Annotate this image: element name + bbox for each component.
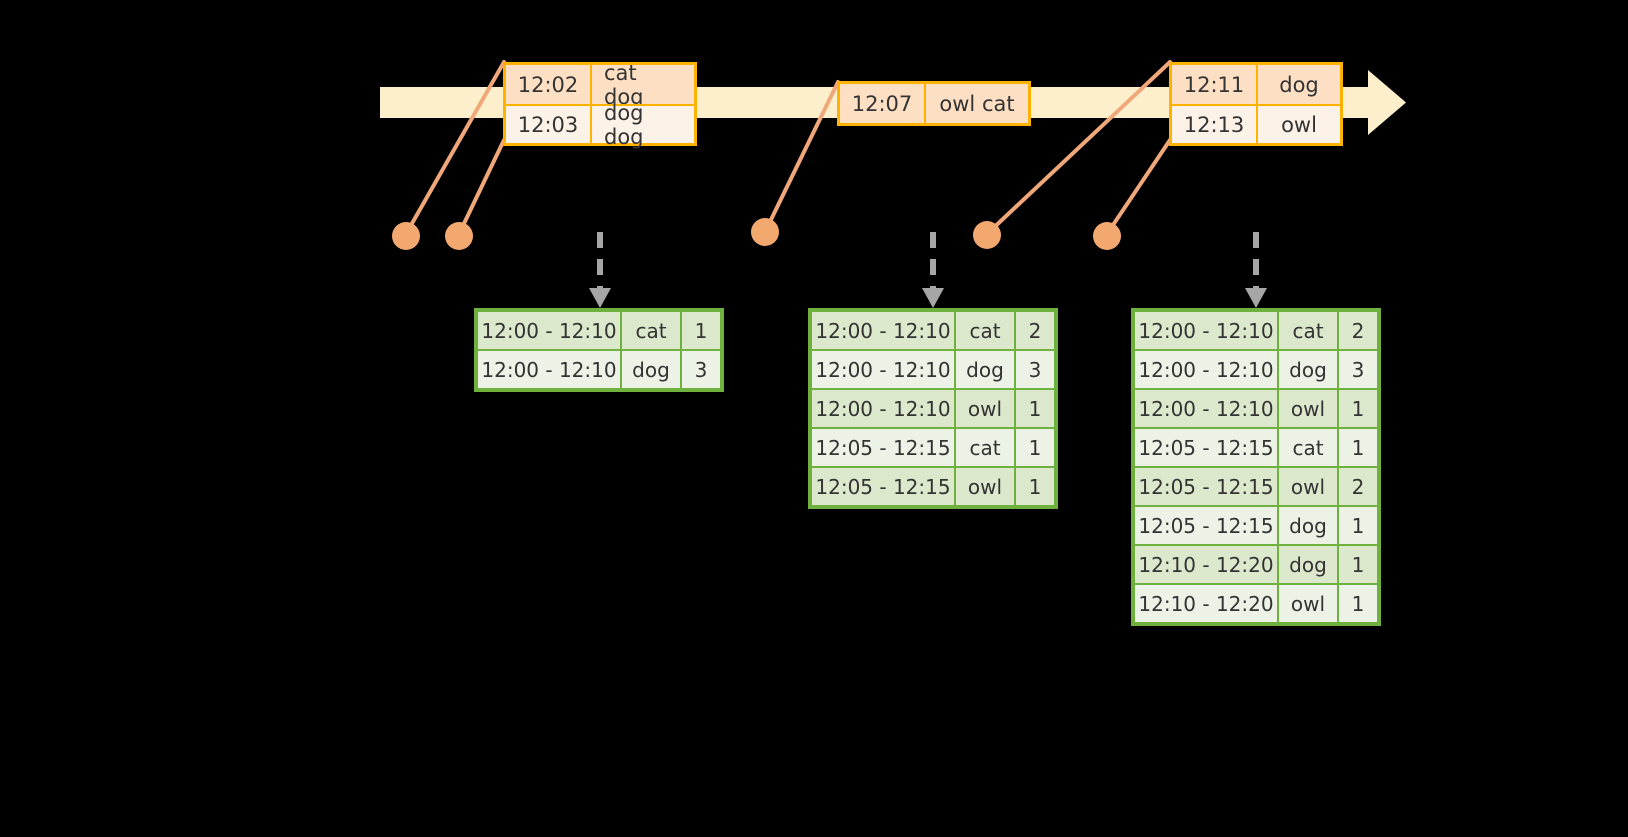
cell-count: 1: [1016, 468, 1054, 505]
emit-arrow-3: [1245, 232, 1267, 308]
event-dot-3: [751, 218, 779, 246]
emit-arrows: [589, 232, 1267, 308]
table-row: 12:00 - 12:10 dog 3: [478, 351, 720, 388]
event-box-2[interactable]: 12:07 owl cat: [837, 81, 1031, 126]
cell-window: 12:05 - 12:15: [1135, 429, 1277, 466]
event-row: 12:11 dog: [1172, 65, 1340, 104]
event-time: 12:02: [506, 65, 592, 104]
result-table-1[interactable]: 12:00 - 12:10 cat 1 12:00 - 12:10 dog 3: [474, 308, 724, 392]
cell-window: 12:05 - 12:15: [1135, 507, 1277, 544]
event-time: 12:11: [1172, 65, 1258, 104]
emit-arrow-1: [589, 232, 611, 308]
table-row: 12:00 - 12:10 dog 3: [812, 351, 1054, 388]
cell-count: 3: [682, 351, 720, 388]
cell-window: 12:00 - 12:10: [1135, 351, 1277, 388]
cell-window: 12:05 - 12:15: [812, 429, 954, 466]
event-words: dog: [1279, 72, 1319, 97]
cell-word: cat: [956, 312, 1014, 349]
cell-window: 12:00 - 12:10: [478, 351, 620, 388]
table-row: 12:05 - 12:15 cat 1: [812, 429, 1054, 466]
cell-count: 1: [1339, 390, 1377, 427]
event-words: dog dog: [604, 100, 644, 149]
table-row: 12:05 - 12:15 dog 1: [1135, 507, 1377, 544]
cell-word: cat: [956, 429, 1014, 466]
cell-word: owl: [1279, 390, 1337, 427]
table-row: 12:00 - 12:10 cat 1: [478, 312, 720, 349]
event-time: 12:13: [1172, 106, 1258, 143]
cell-count: 1: [1339, 546, 1377, 583]
table-row: 12:00 - 12:10 cat 2: [1135, 312, 1377, 349]
cell-window: 12:10 - 12:20: [1135, 585, 1277, 622]
cell-window: 12:00 - 12:10: [812, 390, 954, 427]
cell-word: cat: [622, 312, 680, 349]
cell-count: 2: [1016, 312, 1054, 349]
cell-window: 12:00 - 12:10: [812, 351, 954, 388]
table-row: 12:00 - 12:10 dog 3: [1135, 351, 1377, 388]
cell-window: 12:05 - 12:15: [1135, 468, 1277, 505]
cell-window: 12:00 - 12:10: [1135, 312, 1277, 349]
cell-word: dog: [956, 351, 1014, 388]
event-dot-1: [392, 222, 420, 250]
table-row: 12:05 - 12:15 cat 1: [1135, 429, 1377, 466]
cell-count: 1: [1016, 390, 1054, 427]
cell-word: dog: [1279, 507, 1337, 544]
event-row: 12:07 owl cat: [840, 84, 1028, 123]
table-row: 12:00 - 12:10 cat 2: [812, 312, 1054, 349]
cell-window: 12:00 - 12:10: [812, 312, 954, 349]
cell-word: owl: [1279, 585, 1337, 622]
connector-line-3: [763, 80, 840, 234]
result-table-3[interactable]: 12:00 - 12:10 cat 2 12:00 - 12:10 dog 3 …: [1131, 308, 1381, 626]
event-row: 12:02 cat dog: [506, 60, 694, 109]
cell-window: 12:00 - 12:10: [1135, 390, 1277, 427]
emit-arrow-2: [922, 232, 944, 308]
event-box-1[interactable]: 12:02 cat dog 12:03 dog dog: [503, 60, 697, 149]
table-row: 12:10 - 12:20 dog 1: [1135, 546, 1377, 583]
event-words: cat dog: [604, 60, 644, 109]
cell-window: 12:05 - 12:15: [812, 468, 954, 505]
event-dots: [392, 218, 1121, 250]
cell-window: 12:10 - 12:20: [1135, 546, 1277, 583]
event-row: 12:03 dog dog: [506, 100, 694, 149]
connector-line-5: [1105, 138, 1172, 236]
table-row: 12:10 - 12:20 owl 1: [1135, 585, 1377, 622]
table-row: 12:00 - 12:10 owl 1: [812, 390, 1054, 427]
event-box-3[interactable]: 12:11 dog 12:13 owl: [1169, 62, 1343, 146]
table-row: 12:05 - 12:15 owl 2: [1135, 468, 1377, 505]
cell-word: cat: [1279, 429, 1337, 466]
event-row: 12:13 owl: [1172, 104, 1340, 143]
cell-word: dog: [1279, 546, 1337, 583]
cell-word: owl: [956, 390, 1014, 427]
connector-line-1: [404, 60, 506, 236]
table-row: 12:00 - 12:10 owl 1: [1135, 390, 1377, 427]
event-time: 12:07: [840, 84, 926, 123]
cell-count: 1: [1339, 585, 1377, 622]
cell-window: 12:00 - 12:10: [478, 312, 620, 349]
cell-count: 1: [1339, 429, 1377, 466]
event-words: owl: [1281, 112, 1317, 137]
cell-count: 1: [1339, 507, 1377, 544]
cell-count: 3: [1016, 351, 1054, 388]
cell-count: 1: [682, 312, 720, 349]
cell-count: 2: [1339, 312, 1377, 349]
cell-count: 3: [1339, 351, 1377, 388]
cell-word: dog: [622, 351, 680, 388]
event-time: 12:03: [506, 106, 592, 143]
cell-count: 2: [1339, 468, 1377, 505]
result-table-2[interactable]: 12:00 - 12:10 cat 2 12:00 - 12:10 dog 3 …: [808, 308, 1058, 509]
cell-word: cat: [1279, 312, 1337, 349]
cell-word: owl: [1279, 468, 1337, 505]
cell-word: owl: [956, 468, 1014, 505]
event-dot-2: [445, 222, 473, 250]
cell-word: dog: [1279, 351, 1337, 388]
event-dot-4: [973, 221, 1001, 249]
event-dot-5: [1093, 222, 1121, 250]
connector-line-2: [457, 138, 506, 236]
cell-count: 1: [1016, 429, 1054, 466]
table-row: 12:05 - 12:15 owl 1: [812, 468, 1054, 505]
event-words: owl cat: [939, 91, 1015, 116]
